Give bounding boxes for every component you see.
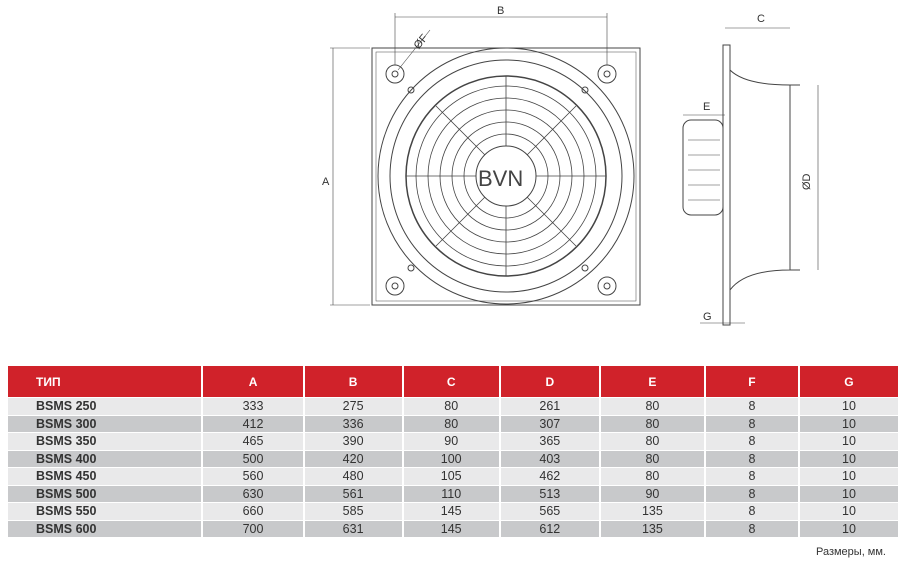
- value-cell: 80: [600, 468, 704, 485]
- value-cell: 500: [203, 450, 303, 467]
- dimension-label-e: E: [703, 101, 710, 113]
- value-cell: 100: [403, 450, 499, 467]
- value-cell: 8: [705, 450, 798, 467]
- units-note: Размеры, мм.: [815, 546, 886, 558]
- value-cell: 513: [500, 485, 599, 502]
- value-cell: 10: [799, 468, 898, 485]
- value-cell: 403: [500, 450, 599, 467]
- value-cell: 10: [799, 503, 898, 520]
- value-cell: 10: [799, 415, 898, 432]
- dimension-label-f: ØF: [412, 32, 431, 52]
- value-cell: 90: [403, 433, 499, 450]
- value-cell: 110: [403, 485, 499, 502]
- model-cell: BSMS 500: [8, 485, 202, 502]
- value-cell: 80: [403, 398, 499, 415]
- value-cell: 412: [203, 415, 303, 432]
- value-cell: 145: [403, 503, 499, 520]
- column-header-a: A: [203, 366, 303, 397]
- value-cell: 8: [705, 485, 798, 502]
- model-cell: BSMS 350: [8, 433, 202, 450]
- value-cell: 145: [403, 520, 499, 537]
- value-cell: 631: [304, 520, 402, 537]
- model-cell: BSMS 550: [8, 503, 202, 520]
- value-cell: 365: [500, 433, 599, 450]
- dimension-label-b: B: [497, 5, 504, 17]
- column-header-b: B: [304, 366, 402, 397]
- value-cell: 261: [500, 398, 599, 415]
- value-cell: 462: [500, 468, 599, 485]
- column-header-type: ТИП: [8, 366, 202, 397]
- value-cell: 80: [600, 415, 704, 432]
- value-cell: 135: [600, 503, 704, 520]
- fan-technical-drawing: BVN A B ØF C E ØD G: [322, 5, 819, 326]
- model-cell: BSMS 600: [8, 520, 202, 537]
- column-header-e: E: [600, 366, 704, 397]
- value-cell: 10: [799, 450, 898, 467]
- column-header-c: C: [403, 366, 499, 397]
- value-cell: 585: [304, 503, 402, 520]
- dimension-label-d: ØD: [801, 173, 813, 190]
- column-header-g: G: [799, 366, 898, 397]
- value-cell: 80: [600, 450, 704, 467]
- front-view: BVN: [371, 47, 641, 306]
- model-cell: BSMS 400: [8, 450, 202, 467]
- side-view: [682, 44, 800, 326]
- value-cell: 561: [304, 485, 402, 502]
- value-cell: 336: [304, 415, 402, 432]
- column-header-d: D: [500, 366, 599, 397]
- value-cell: 10: [799, 433, 898, 450]
- value-cell: 8: [705, 468, 798, 485]
- value-cell: 135: [600, 520, 704, 537]
- value-cell: 90: [600, 485, 704, 502]
- value-cell: 560: [203, 468, 303, 485]
- value-cell: 10: [799, 398, 898, 415]
- value-cell: 275: [304, 398, 402, 415]
- value-cell: 333: [203, 398, 303, 415]
- value-cell: 480: [304, 468, 402, 485]
- value-cell: 630: [203, 485, 303, 502]
- table-header-row: ТИП A B C D E F G: [8, 366, 898, 397]
- model-cell: BSMS 250: [8, 398, 202, 415]
- value-cell: 8: [705, 398, 798, 415]
- value-cell: 8: [705, 415, 798, 432]
- value-cell: 10: [799, 520, 898, 537]
- model-cell: BSMS 450: [8, 468, 202, 485]
- value-cell: 465: [203, 433, 303, 450]
- dimension-lines: [330, 13, 819, 324]
- value-cell: 8: [705, 520, 798, 537]
- column-header-f: F: [705, 366, 798, 397]
- value-cell: 80: [600, 398, 704, 415]
- value-cell: 8: [705, 503, 798, 520]
- value-cell: 8: [705, 433, 798, 450]
- value-cell: 700: [203, 520, 303, 537]
- value-cell: 612: [500, 520, 599, 537]
- dimension-label-a: A: [322, 176, 330, 188]
- value-cell: 307: [500, 415, 599, 432]
- dimension-label-g: G: [703, 311, 712, 323]
- value-cell: 565: [500, 503, 599, 520]
- value-cell: 390: [304, 433, 402, 450]
- value-cell: 660: [203, 503, 303, 520]
- value-cell: 80: [403, 415, 499, 432]
- value-cell: 420: [304, 450, 402, 467]
- brand-logo: BVN: [478, 166, 523, 191]
- value-cell: 10: [799, 485, 898, 502]
- model-cell: BSMS 300: [8, 415, 202, 432]
- value-cell: 80: [600, 433, 704, 450]
- value-cell: 105: [403, 468, 499, 485]
- dimension-label-c: C: [757, 13, 765, 25]
